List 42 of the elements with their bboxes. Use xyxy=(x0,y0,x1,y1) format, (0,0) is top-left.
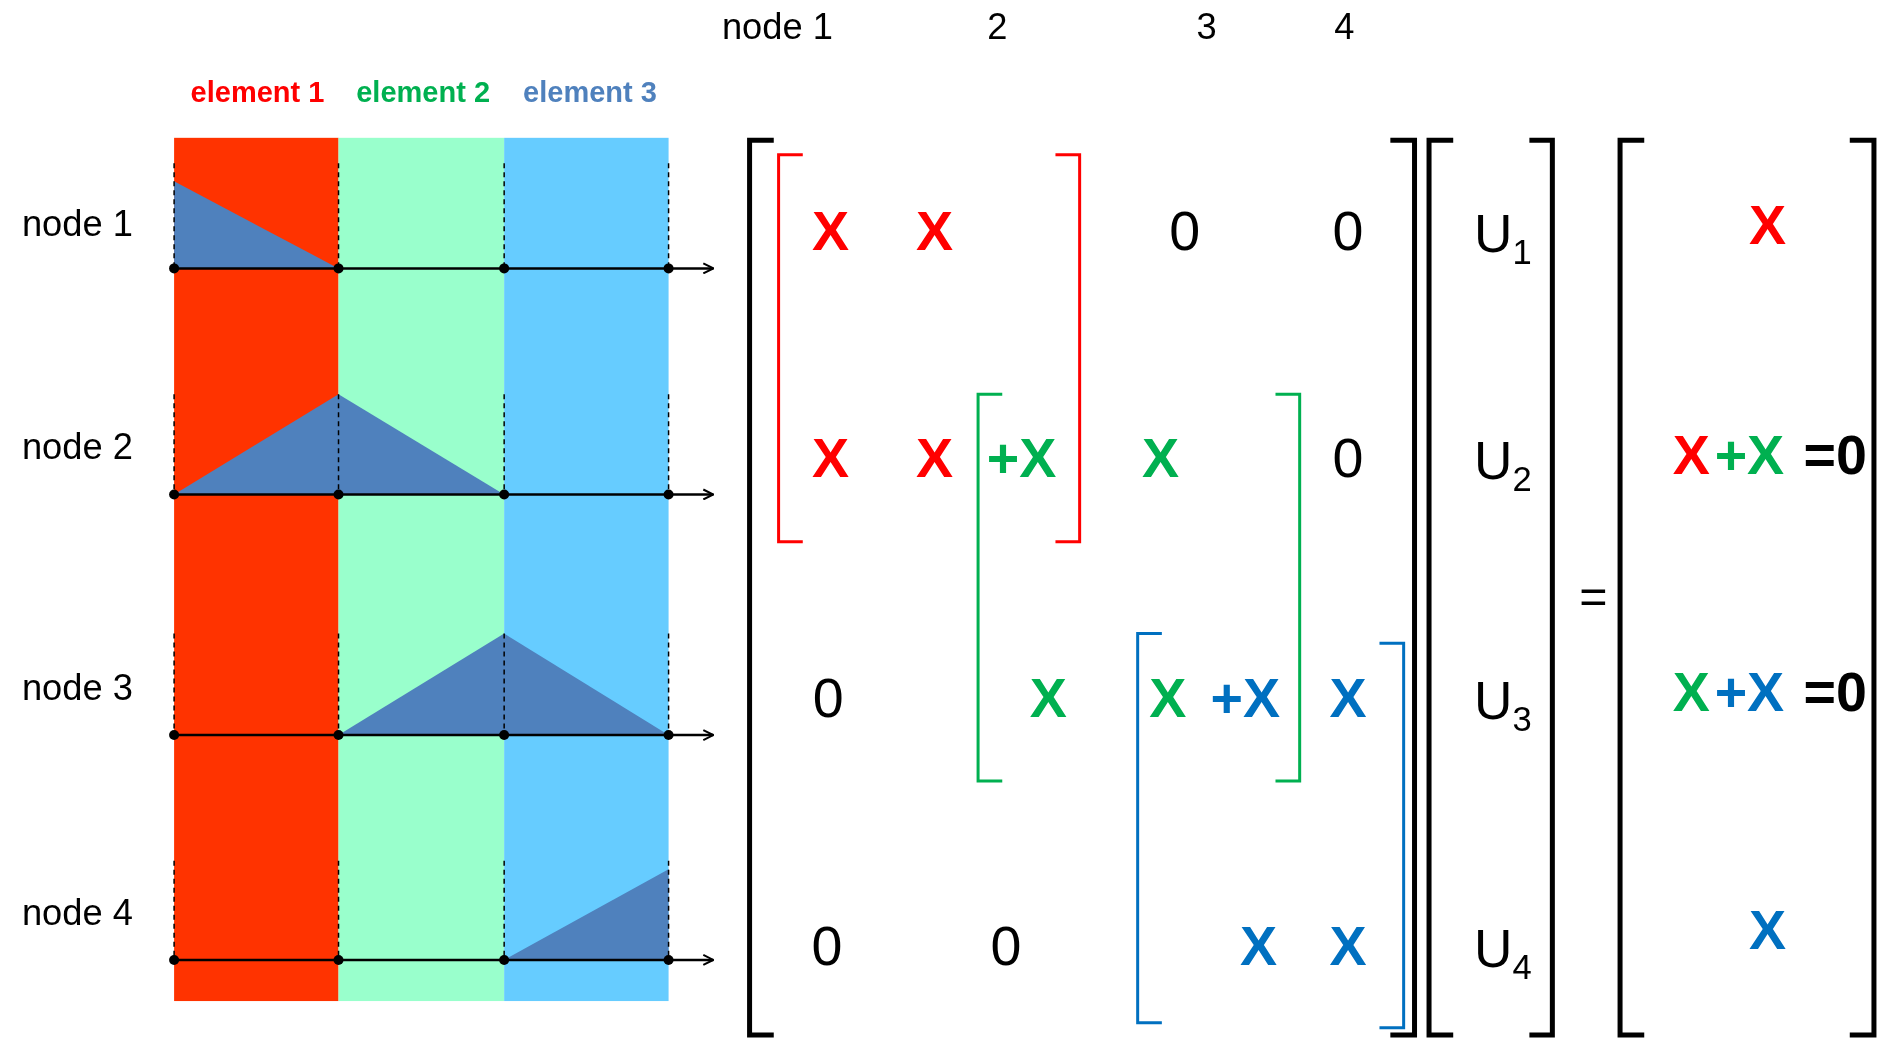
element-label: element 1 xyxy=(190,78,325,108)
matrix-entry: X xyxy=(1149,671,1187,727)
matrix-entry: X xyxy=(916,431,954,488)
vector-entry: X xyxy=(1749,198,1787,254)
equals-sign: = xyxy=(1579,571,1608,621)
vector-entry: +X xyxy=(1714,664,1785,721)
matrix-entry: 0 xyxy=(811,918,843,975)
column-header: 2 xyxy=(987,8,1008,45)
vector-entry: X xyxy=(1672,428,1710,484)
matrix-entry: +X xyxy=(1210,671,1281,727)
element-label: element 2 xyxy=(356,78,491,108)
vector-entry: U$_{4}$ xyxy=(1473,921,1532,984)
matrix-entry: X xyxy=(812,204,850,260)
matrix-entry: X xyxy=(916,204,954,260)
vector-entry: U$_{2}$ xyxy=(1473,434,1532,497)
node-label: node 4 xyxy=(21,894,133,931)
matrix-entry: 0 xyxy=(1332,204,1364,260)
matrix-entry: 0 xyxy=(990,918,1022,975)
vector-entry: =0 xyxy=(1803,664,1867,721)
element-label: element 3 xyxy=(523,78,657,108)
matrix-entry: 0 xyxy=(812,671,844,727)
vector-entry: U$_{1}$ xyxy=(1473,206,1532,270)
vector-entry: X xyxy=(1749,903,1787,959)
vector-entry: X xyxy=(1672,664,1710,721)
node-label: node 1 xyxy=(21,205,133,242)
matrix-entry: X xyxy=(1142,431,1180,488)
matrix-entry: +X xyxy=(986,431,1057,488)
node-label: node 2 xyxy=(21,429,133,466)
matrix-entry: 0 xyxy=(1332,431,1364,488)
matrix-entry: X xyxy=(1329,918,1367,975)
column-header: 3 xyxy=(1196,8,1217,45)
vector-entry: +X xyxy=(1714,428,1785,484)
vector-entry: U$_{3}$ xyxy=(1473,673,1532,737)
vector-entry: =0 xyxy=(1803,428,1867,484)
matrix-entry: 0 xyxy=(1169,204,1201,260)
node-label: node 3 xyxy=(21,669,133,707)
matrix-entry: X xyxy=(812,431,850,488)
column-header: 4 xyxy=(1334,8,1355,45)
matrix-entry: X xyxy=(1029,671,1067,727)
column-header: node 1 xyxy=(721,8,833,45)
matrix-entry: X xyxy=(1240,918,1278,975)
matrix-entry: X xyxy=(1329,671,1367,727)
